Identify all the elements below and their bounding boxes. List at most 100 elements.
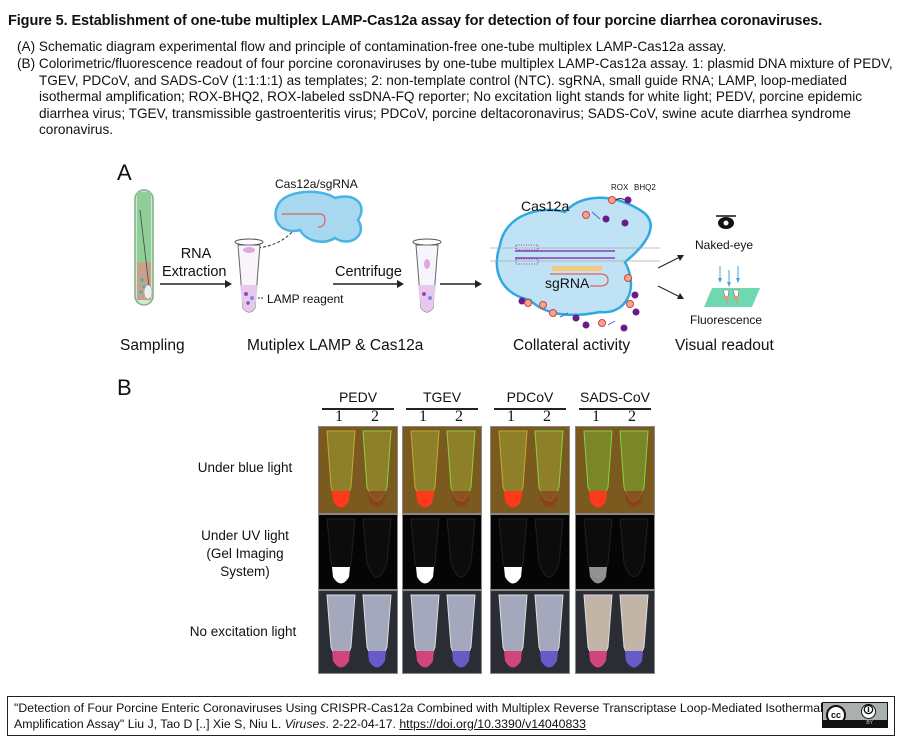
- uv-light-photo: [402, 514, 482, 590]
- tube-sample: [498, 594, 528, 668]
- blue-light-photo: [490, 426, 570, 514]
- panel-a-label: A: [117, 160, 132, 185]
- cas12a-label: Cas12a: [521, 198, 570, 214]
- tube-ntc: [362, 518, 392, 578]
- citation-text: "Detection of Four Porcine Enteric Coron…: [14, 701, 823, 731]
- rox-label: ROX: [611, 183, 629, 192]
- blue-light-photo: [402, 426, 482, 514]
- tube-ntc: [446, 518, 476, 578]
- tube-ntc: [534, 430, 564, 508]
- lane-number: 1: [507, 408, 515, 425]
- fluorescence-label: Fluorescence: [690, 313, 763, 327]
- figure-title: Figure 5. Establishment of one-tube mult…: [8, 13, 823, 29]
- cas12a-sgrna-icon: [274, 190, 363, 243]
- row-label-blue: Under blue light: [197, 460, 293, 475]
- virus-header-pedv: PEDV: [338, 389, 378, 405]
- doi-link[interactable]: https://doi.org/10.3390/v14040833: [399, 717, 586, 731]
- naked-eye-label: Naked-eye: [695, 238, 754, 252]
- virus-header-underline: [406, 408, 478, 410]
- arrow-icon: [657, 255, 684, 269]
- caption-b-text: (B) Colorimetric/fluorescence readout of…: [17, 56, 893, 137]
- caption-a-text: (A) Schematic diagram experimental flow …: [17, 39, 727, 54]
- centrifuged-tube-icon: [412, 238, 442, 313]
- virus-header-tgev: TGEV: [422, 389, 462, 405]
- no-excitation-photo: [402, 590, 482, 674]
- sampling-tube-icon: [134, 189, 154, 306]
- arrow-icon: [440, 280, 482, 288]
- row-label-uv-line3: System): [220, 564, 270, 579]
- tube-sample: [583, 518, 613, 584]
- tube-ntc: [619, 518, 649, 578]
- lane-number: 2: [371, 408, 379, 425]
- lane-number: 2: [628, 408, 636, 425]
- virus-header-underline: [579, 408, 651, 410]
- arrow-icon: [160, 280, 232, 288]
- rna-label: RNA: [180, 246, 212, 262]
- step-collateral: Collateral activity: [513, 337, 631, 354]
- tube-ntc: [619, 594, 649, 668]
- lamp-tube-icon: [234, 238, 264, 313]
- row-label-uv-line2: (Gel Imaging: [206, 546, 284, 561]
- virus-header-underline: [494, 408, 566, 410]
- no-excitation-photo: [318, 590, 398, 674]
- uv-light-photo: [318, 514, 398, 590]
- panel-b-label: B: [117, 375, 132, 400]
- cc-by-license-badge[interactable]: cc 🛈 BY: [822, 702, 888, 728]
- step-readout: Visual readout: [675, 337, 774, 354]
- row-label-uv-line1: Under UV light: [201, 528, 289, 543]
- caption-b: (B) Colorimetric/fluorescence readout of…: [17, 56, 897, 139]
- tube-sample: [583, 430, 613, 508]
- lane-number: 2: [543, 408, 551, 425]
- tube-sample: [410, 430, 440, 508]
- tube-ntc: [362, 430, 392, 508]
- tube-sample: [410, 518, 440, 584]
- tube-sample: [326, 594, 356, 668]
- tube-sample: [498, 518, 528, 584]
- tube-sample: [326, 430, 356, 508]
- tube-sample: [583, 594, 613, 668]
- step-sampling: Sampling: [120, 337, 185, 354]
- extraction-label: Extraction: [162, 264, 227, 280]
- lane-number: 1: [335, 408, 343, 425]
- no-excitation-photo: [575, 590, 655, 674]
- lane-number: 1: [592, 408, 600, 425]
- attribution-person-icon: 🛈: [861, 704, 876, 719]
- uv-light-photo: [490, 514, 570, 590]
- tube-ntc: [534, 594, 564, 668]
- arrow-icon: [333, 280, 404, 288]
- uv-light-photo: [575, 514, 655, 590]
- blue-light-photo: [575, 426, 655, 514]
- reporter-icons: [518, 196, 640, 332]
- lane-number: 1: [419, 408, 427, 425]
- centrifuge-label: Centrifuge: [335, 264, 402, 280]
- tube-sample: [326, 518, 356, 584]
- blue-light-photo: [318, 426, 398, 514]
- citation-journal: Viruses: [284, 717, 326, 731]
- sgrna-label: sgRNA: [545, 275, 590, 291]
- fluorescence-plate-icon: [704, 266, 760, 307]
- eye-icon: [716, 215, 736, 229]
- arrow-icon: [657, 285, 684, 299]
- cas12a-complex-icon: [495, 196, 652, 317]
- bhq2-label: BHQ2: [634, 183, 656, 192]
- tube-sample: [410, 594, 440, 668]
- row-label-no-excitation: No excitation light: [189, 624, 297, 639]
- tube-ntc: [534, 518, 564, 578]
- tube-ntc: [446, 430, 476, 508]
- citation-footer: "Detection of Four Porcine Enteric Coron…: [7, 696, 895, 736]
- panel-a-diagram: [134, 189, 760, 332]
- step-multiplex: Mutiplex LAMP & Cas12a: [247, 337, 424, 354]
- tube-sample: [498, 430, 528, 508]
- virus-header-pdcov: PDCoV: [506, 389, 554, 405]
- virus-header-underline: [322, 408, 394, 410]
- tube-ntc: [446, 594, 476, 668]
- tube-ntc: [619, 430, 649, 508]
- caption-a: (A) Schematic diagram experimental flow …: [17, 39, 897, 56]
- citation-date: . 2-22-04-17.: [325, 717, 400, 731]
- lamp-reagent-label: LAMP reagent: [267, 292, 344, 306]
- lane-number: 2: [455, 408, 463, 425]
- no-excitation-photo: [490, 590, 570, 674]
- tube-ntc: [362, 594, 392, 668]
- by-label: BY: [823, 720, 887, 727]
- virus-header-sads-cov: SADS-CoV: [579, 389, 651, 405]
